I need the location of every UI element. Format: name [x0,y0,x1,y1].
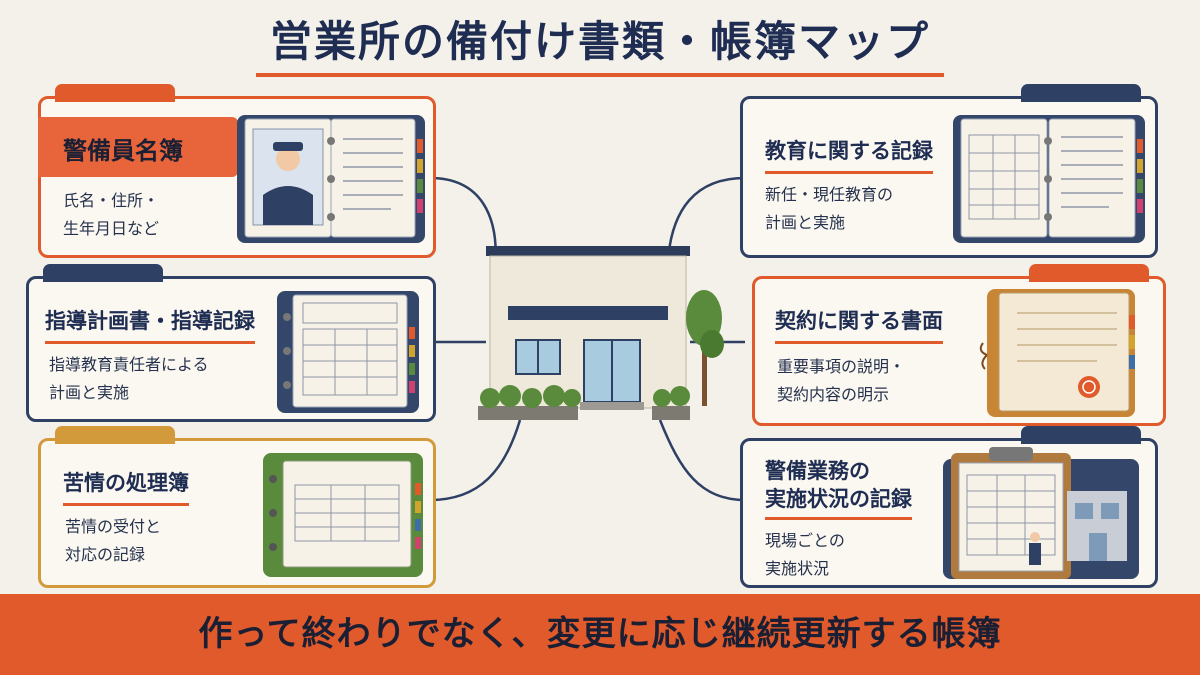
desc-line: 計画と実施 [765,213,846,232]
desc-line: 生年月日など [63,219,160,238]
clipboard-report-icon [943,447,1139,579]
card-tab [1029,264,1149,282]
education-record-binder-icon [953,115,1145,243]
desc-line: 重要事項の説明・ [777,357,906,376]
card-desc: 現場ごとの 実施状況 [765,527,845,583]
desc-line: 対応の記録 [65,545,146,564]
card-title: 苦情の処理簿 [63,467,189,506]
card-title: 契約に関する書面 [775,305,943,344]
title-underline [63,503,189,506]
card-tab [1021,84,1141,102]
desc-line: 苦情の受付と [65,517,162,536]
card-tab [1021,426,1141,444]
card-title: 指導計画書・指導記録 [45,305,255,344]
card-title-banner [38,117,238,177]
connector-4 [666,176,746,261]
card-title: 警備員名簿 [63,137,183,165]
card-complaint-record: 苦情の処理簿 苦情の受付と 対応の記録 [38,426,436,588]
desc-line: 新任・現任教育の [765,185,894,204]
card-title-text: 契約に関する書面 [775,309,943,333]
desc-line: 契約内容の明示 [777,385,890,404]
page-title: 営業所の備付け書類・帳簿マップ [255,8,944,77]
contract-folder-icon [979,289,1135,417]
card-desc: 新任・現任教育の 計画と実施 [765,181,893,237]
footer-banner: 作って終わりでなく、変更に応じ継続更新する帳簿 [0,594,1200,675]
card-work-status-record: 警備業務の 実施状況の記録 現場ごとの 実施状況 [740,426,1158,588]
card-tab [43,264,163,282]
card-title-line: 実施状況の記録 [765,487,912,511]
card-guard-roster: 警備員名簿 氏名・住所・ 生年月日など [38,84,436,258]
desc-line: 指導教育責任者による [49,355,209,374]
title-wrap: 営業所の備付け書類・帳簿マップ [0,8,1200,77]
card-education-record: 教育に関する記録 新任・現任教育の 計画と実施 [740,84,1158,258]
card-title: 教育に関する記録 [765,135,933,174]
card-title-text: 苦情の処理簿 [63,471,189,495]
desc-line: 実施状況 [765,559,830,578]
card-title-text: 指導計画書・指導記録 [45,309,255,333]
title-underline [775,341,943,344]
card-desc: 指導教育責任者による 計画と実施 [49,351,209,407]
card-title-text: 教育に関する記録 [765,139,933,163]
card-guidance-plan: 指導計画書・指導記録 指導教育責任者による 計画と実施 [26,264,436,422]
desc-line: 氏名・住所・ [63,191,160,210]
title-underline [765,517,912,520]
title-underline [45,341,255,344]
desc-line: 計画と実施 [49,383,130,402]
connector-6 [658,419,746,502]
card-title-line: 警備業務の [765,459,870,483]
card-desc: 重要事項の説明・ 契約内容の明示 [777,353,905,409]
desc-line: 現場ごとの [765,531,845,550]
guidance-plan-binder-icon [277,291,419,413]
title-underline [765,171,933,174]
card-title: 警備業務の 実施状況の記録 [765,457,912,520]
guard-roster-binder-icon [237,115,425,243]
office-building-icon [478,246,724,420]
card-desc: 苦情の受付と 対応の記録 [65,513,161,569]
complaint-binder-icon [263,453,423,577]
card-tab [55,426,175,444]
card-tab [55,84,175,102]
card-desc: 氏名・住所・ 生年月日など [63,187,159,243]
card-contract-document: 契約に関する書面 重要事項の説明・ 契約内容の明示 [752,264,1166,426]
connector-3 [429,419,522,502]
